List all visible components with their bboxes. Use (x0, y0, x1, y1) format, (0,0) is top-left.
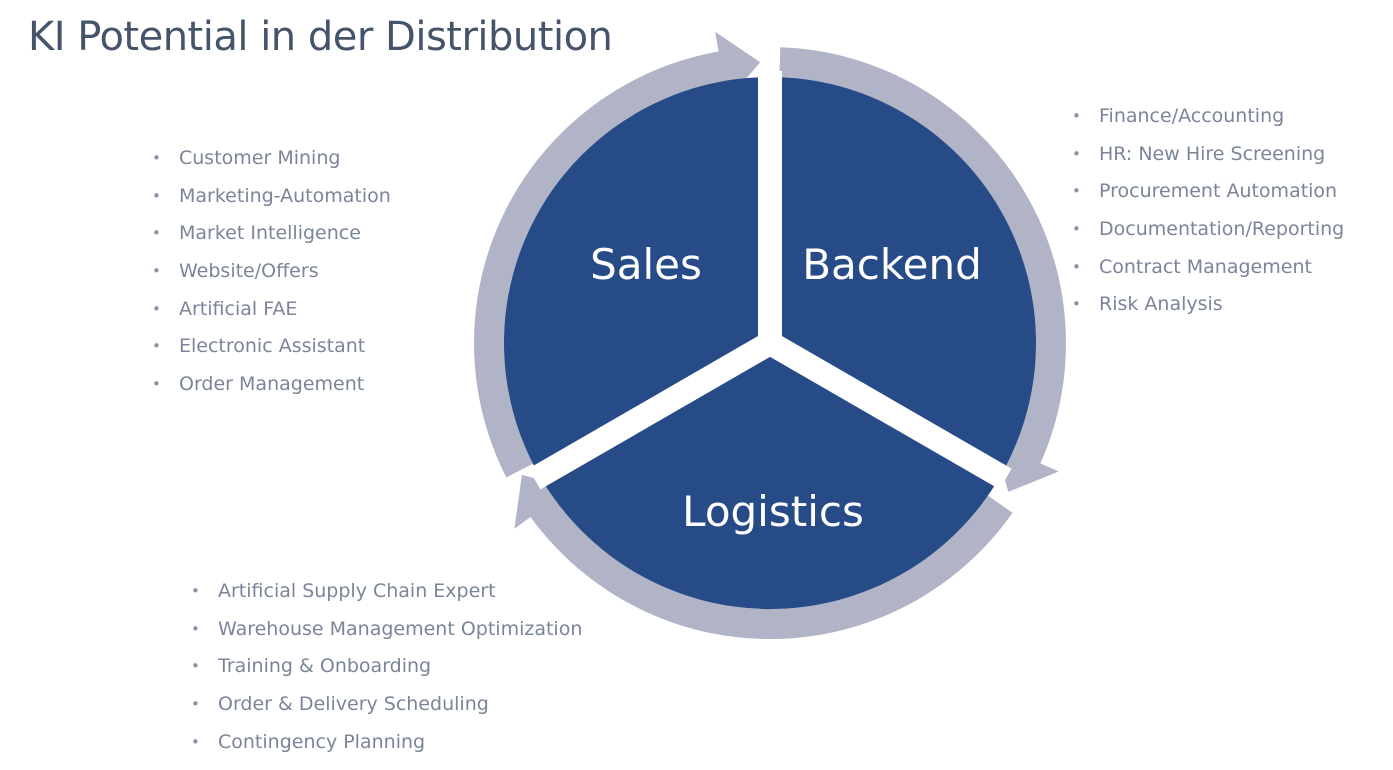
sales-list-item: Electronic Assistant (152, 334, 391, 372)
sales-list-item: Customer Mining (152, 146, 391, 184)
sales-bullet-list: Customer MiningMarketing-AutomationMarke… (152, 146, 391, 410)
segment-separator (764, 332, 1012, 490)
logistics-list-item: Training & Onboarding (191, 654, 582, 692)
logistics-list-item: Artificial Supply Chain Expert (191, 579, 582, 617)
sales-list-item: Marketing-Automation (152, 184, 391, 222)
logistics-list-item: Contingency Planning (191, 730, 582, 768)
segment-separator (528, 332, 776, 490)
cycle-segments (503, 71, 1037, 610)
cycle-arrow-sales (474, 31, 761, 478)
backend-list-item: HR: New Hire Screening (1072, 142, 1344, 180)
segment-label-sales: Sales (590, 240, 702, 289)
backend-list-item: Contract Management (1072, 255, 1344, 293)
logistics-list-item: Order & Delivery Scheduling (191, 692, 582, 730)
segment-label-logistics: Logistics (682, 487, 864, 536)
backend-list-item: Finance/Accounting (1072, 104, 1344, 142)
backend-list-item: Procurement Automation (1072, 179, 1344, 217)
segment-label-backend: Backend (802, 240, 982, 289)
cycle-arrow-logistics (514, 474, 1013, 640)
backend-bullet-list: Finance/AccountingHR: New Hire Screening… (1072, 104, 1344, 330)
cycle-arrow-backend (779, 47, 1066, 492)
sales-list-item: Website/Offers (152, 259, 391, 297)
backend-list-item: Documentation/Reporting (1072, 217, 1344, 255)
logistics-bullet-list: Artificial Supply Chain ExpertWarehouse … (191, 579, 582, 767)
backend-list-item: Risk Analysis (1072, 292, 1344, 330)
sales-list-item: Market Intelligence (152, 221, 391, 259)
logistics-list-item: Warehouse Management Optimization (191, 617, 582, 655)
page-title: KI Potential in der Distribution (28, 14, 613, 60)
cycle-ring (474, 31, 1066, 640)
sales-list-item: Order Management (152, 372, 391, 410)
sales-list-item: Artificial FAE (152, 297, 391, 335)
